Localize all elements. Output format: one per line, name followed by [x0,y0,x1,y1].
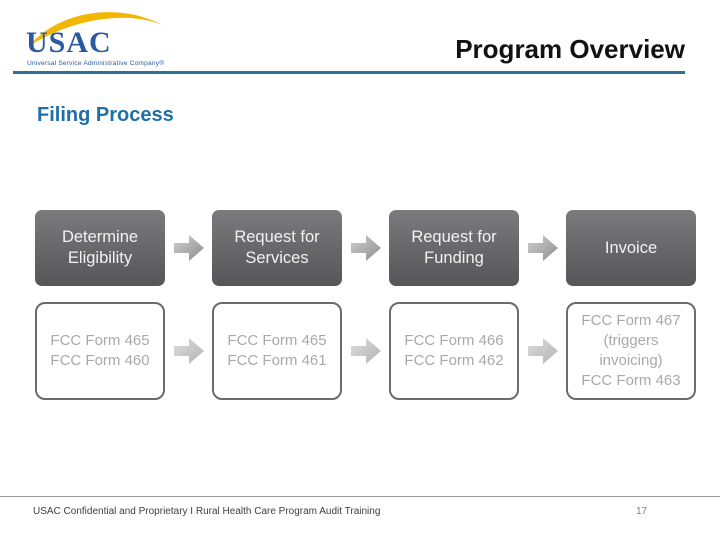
form-box-request-for-services: FCC Form 465 FCC Form 461 [212,302,342,400]
logo-swoosh-icon [28,12,163,47]
step-box-determine-eligibility: Determine Eligibility [35,210,165,286]
logo-tagline: Universal Service Administrative Company… [27,60,165,67]
step-box-request-for-services: Request for Services [212,210,342,286]
flow-arrow-icon [519,210,566,286]
flow-arrow-icon [519,302,566,400]
step-box-invoice: Invoice [566,210,696,286]
footer-confidentiality-text: USAC Confidential and Proprietary I Rura… [33,506,381,517]
footer-divider [0,496,720,497]
usac-logo: USAC Universal Service Administrative Co… [18,4,178,70]
form-box-determine-eligibility: FCC Form 465 FCC Form 460 [35,302,165,400]
step-box-request-for-funding: Request for Funding [389,210,519,286]
flow-arrow-icon [342,302,389,400]
header-divider [13,71,685,74]
form-box-invoice: FCC Form 467 (triggers invoicing) FCC Fo… [566,302,696,400]
page-title: Program Overview [455,34,685,64]
form-box-request-for-funding: FCC Form 466 FCC Form 462 [389,302,519,400]
flow-arrow-icon [165,302,212,400]
flow-arrow-icon [342,210,389,286]
flow-arrow-icon [165,210,212,286]
logo-acronym: USAC [26,26,112,59]
section-heading: Filing Process [37,104,174,126]
filing-process-diagram: Determine Eligibility Request for Servic… [35,210,696,400]
page-number: 17 [636,506,648,517]
